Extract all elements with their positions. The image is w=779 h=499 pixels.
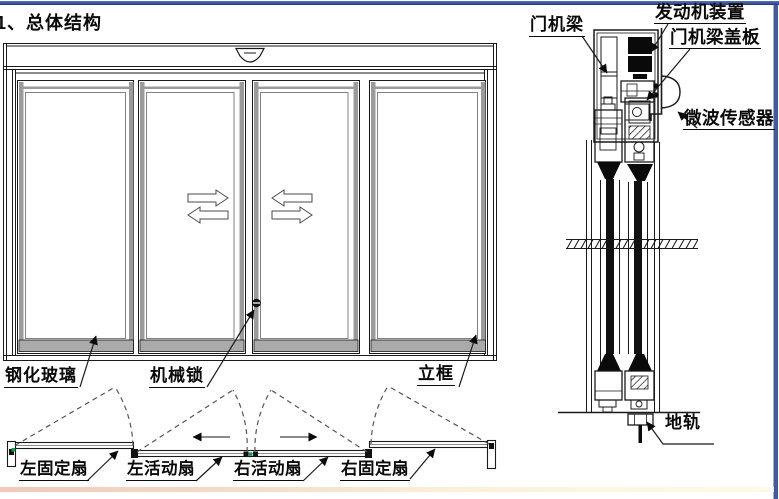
microwave-sensor-bump — [661, 75, 681, 109]
upper-hangers — [594, 97, 655, 181]
swap-arrows-right-icon — [271, 189, 313, 224]
sensor-icon — [235, 47, 265, 63]
label-left-active-panel: 左活动扇 — [126, 460, 196, 481]
section-break-band — [566, 239, 698, 249]
label-mechanical-lock: 机械锁 — [149, 366, 205, 388]
section-view — [558, 23, 714, 445]
lower-guides — [594, 354, 655, 413]
door-panel-right-fixed — [369, 80, 486, 354]
lock-icon — [252, 298, 261, 308]
plan-leader-lines — [86, 448, 436, 482]
page-title: 1、总体结构 — [0, 13, 103, 33]
floor-track — [627, 413, 654, 443]
beam-cover-plate — [650, 28, 663, 121]
left-green-marker — [11, 448, 15, 452]
section-leader-lines — [581, 23, 714, 445]
label-tempered-glass: 钢化玻璃 — [4, 366, 78, 388]
plan-view — [6, 385, 497, 482]
operator-box — [593, 29, 659, 143]
label-motor-unit: 发动机装置 — [654, 2, 746, 25]
label-vertical-frame: 立框 — [417, 364, 455, 386]
front-leader-lines — [79, 309, 478, 388]
label-door-beam: 门机梁 — [529, 15, 585, 37]
label-microwave-sensor: 微波传感器 — [683, 108, 775, 131]
front-elevation — [3, 43, 497, 388]
door-panel-left-fixed — [17, 80, 134, 354]
slide-border-top — [0, 1, 779, 5]
center-green-marker — [248, 452, 253, 456]
label-right-active-panel: 右活动扇 — [233, 460, 303, 481]
slide-border-right — [773, 5, 778, 499]
slide-border-bottom — [0, 487, 774, 492]
label-beam-cover: 门机梁盖板 — [669, 27, 761, 50]
label-left-fixed-panel: 左固定扇 — [19, 460, 89, 481]
label-right-fixed-panel: 右固定扇 — [340, 460, 410, 481]
label-floor-track: 地轨 — [665, 413, 701, 432]
door-frame — [3, 43, 497, 361]
motor-unit-block — [628, 37, 652, 79]
swing-arcs — [14, 385, 490, 453]
swap-arrows-left-icon — [187, 189, 229, 224]
